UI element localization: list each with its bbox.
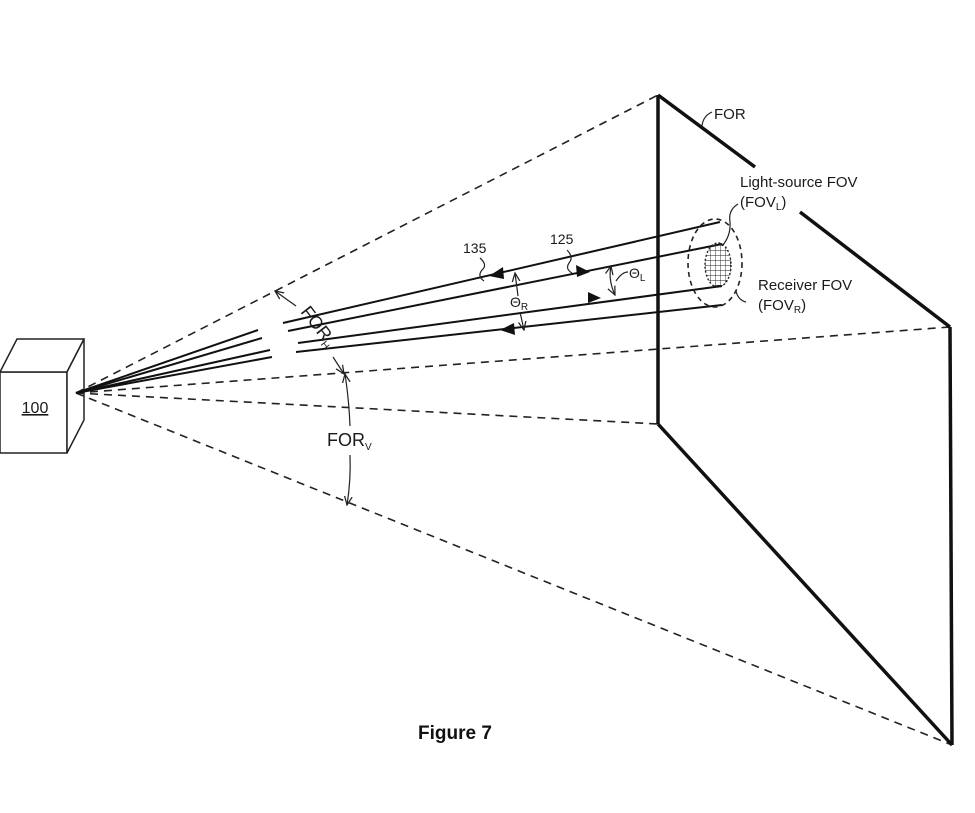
receiver-fov-ellipse <box>687 218 743 308</box>
arrow-receiver-bottom-left <box>500 323 515 335</box>
arrow-135-left <box>489 267 504 279</box>
label-fovl: (FOVL) <box>740 194 786 213</box>
label-for: FOR <box>714 106 746 123</box>
leader-fovl <box>721 203 739 247</box>
dashed-line-top <box>75 94 659 394</box>
for-v-text: FOR <box>327 430 365 450</box>
leader-lines <box>479 111 747 303</box>
device-label: 100 <box>22 400 49 417</box>
beam-lines <box>75 221 723 394</box>
leader-fovr <box>735 290 747 303</box>
figure-caption: Figure 7 <box>418 723 492 744</box>
plane-bottom-edge <box>656 422 954 747</box>
theta-l-symbol: Θ <box>629 265 640 281</box>
receiver-beam-top <box>75 221 721 394</box>
theta-r-arrow-bottom <box>520 311 524 330</box>
device-100-cube: 100 <box>0 338 86 454</box>
theta-r-subscript: R <box>521 302 528 313</box>
theta-r-symbol: Θ <box>510 294 521 310</box>
theta-l-arrow <box>610 266 615 295</box>
label-light-source-fov: Light-source FOV <box>740 174 858 191</box>
label-fovr: (FOVR) <box>758 297 806 316</box>
leader-for <box>701 111 713 127</box>
for-v-arc-bottom <box>347 454 350 505</box>
label-theta-r: ΘR <box>510 294 528 313</box>
fovl-subscript: L <box>776 202 782 213</box>
dashed-line-mid-upper <box>75 326 951 394</box>
receiver-beam-bottom <box>75 304 723 394</box>
label-for-h: FORH <box>294 302 340 352</box>
cube-side-face <box>66 338 85 454</box>
light-beam-bottom <box>75 285 723 394</box>
fovr-close: ) <box>801 297 806 314</box>
for-v-subscript: V <box>365 442 372 453</box>
label-receiver-fov: Receiver FOV <box>758 277 852 294</box>
for-plane <box>656 93 954 747</box>
arrow-125-right <box>576 265 590 277</box>
fovl-prefix: (FOV <box>740 194 776 211</box>
beam-direction-arrows <box>489 265 601 335</box>
light-source-fov-ellipse <box>704 242 732 288</box>
for-h-arrow-top <box>275 291 297 307</box>
fovr-subscript: R <box>794 305 801 316</box>
dashed-line-mid-lower <box>75 392 659 425</box>
light-beam-top <box>75 243 723 394</box>
angle-indicators <box>275 266 629 505</box>
fovr-prefix: (FOV <box>758 297 794 314</box>
dashed-line-bottom <box>75 392 953 746</box>
plane-top-edge-a <box>656 93 757 169</box>
for-h-arrow-bottom <box>332 356 344 374</box>
plane-right-edge <box>948 326 954 746</box>
fov-ellipses <box>687 218 743 308</box>
plane-top-edge-b <box>798 210 952 329</box>
theta-r-arrow-top <box>515 273 518 297</box>
arrow-light-bottom-right <box>588 292 601 303</box>
for-v-arc-top <box>345 374 350 427</box>
label-125: 125 <box>550 231 574 247</box>
label-for-v: FORV <box>327 430 372 453</box>
for-boundary-dashed-lines <box>75 94 953 746</box>
theta-l-subscript: L <box>640 273 646 284</box>
leader-135 <box>479 257 486 282</box>
theta-l-leader <box>615 271 629 282</box>
fovl-close: ) <box>781 194 786 211</box>
label-135: 135 <box>463 240 487 256</box>
label-theta-l: ΘL <box>629 265 646 284</box>
leader-125 <box>566 249 573 274</box>
